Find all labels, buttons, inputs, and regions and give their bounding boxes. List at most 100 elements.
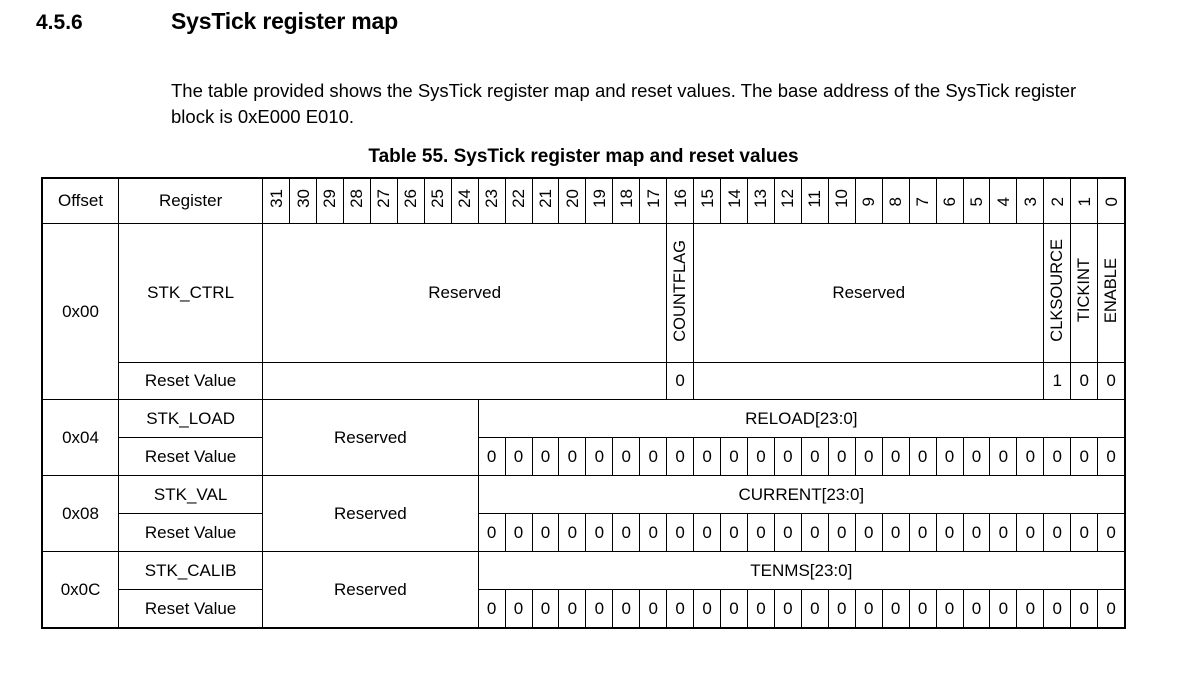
- reset-bit-value: 0: [585, 437, 614, 476]
- reset-bit-value: 0: [1043, 513, 1072, 552]
- reset-bit-value: 0: [666, 589, 695, 629]
- reset-bit-value: 0: [908, 513, 937, 552]
- header-bit-25: 25: [423, 177, 452, 224]
- reset-bit-value: 0: [881, 513, 910, 552]
- vertical-label: 1: [1074, 196, 1094, 206]
- header-bit-7: 7: [908, 177, 937, 224]
- reset-value-label: Reset Value: [118, 362, 264, 400]
- vertical-label: COUNTFLAG: [670, 239, 689, 342]
- header-bit-17: 17: [639, 177, 668, 224]
- reset-bit-value: 0: [531, 513, 560, 552]
- vertical-label: 25: [428, 189, 448, 208]
- reset-bit-value: 0: [1043, 589, 1072, 629]
- field-tickint: TICKINT: [1070, 223, 1099, 363]
- reset-bit-value: 0: [720, 513, 748, 552]
- section-number: 4.5.6: [36, 11, 83, 34]
- field-reserved: Reserved: [262, 399, 479, 476]
- vertical-label: 17: [643, 189, 663, 208]
- section-heading: 4.5.6 SysTick register map: [36, 8, 1176, 35]
- header-bit-13: 13: [747, 177, 775, 224]
- reset-bit-value: 0: [747, 513, 775, 552]
- vertical-label: 7: [913, 196, 933, 206]
- reset-bit-value: 0: [800, 589, 829, 629]
- vertical-label: 21: [535, 189, 555, 208]
- page-title: SysTick register map: [171, 8, 398, 34]
- vertical-label: 10: [832, 189, 852, 208]
- vertical-label: 12: [778, 189, 798, 208]
- vertical-label: 19: [589, 189, 609, 208]
- reset-bit-value: 0: [827, 589, 856, 629]
- header-register: Register: [118, 177, 264, 224]
- reset-bit-value: 0: [504, 437, 533, 476]
- vertical-label: 20: [562, 189, 582, 208]
- reset-bit-value: 0: [477, 513, 506, 552]
- header-bit-12: 12: [773, 177, 802, 224]
- reset-bit-value: 0: [962, 437, 991, 476]
- reset-bit-value: 0: [531, 589, 560, 629]
- header-bit-23: 23: [477, 177, 506, 224]
- reset-bit-value: 0: [639, 513, 668, 552]
- vertical-label: 5: [966, 196, 986, 206]
- vertical-label: 18: [616, 189, 636, 208]
- reset-bit-value: 0: [800, 437, 829, 476]
- table-caption: Table 55. SysTick register map and reset…: [368, 146, 799, 167]
- field-enable: ENABLE: [1097, 223, 1126, 363]
- reset-bit-value: 0: [1016, 589, 1045, 629]
- header-bit-26: 26: [396, 177, 425, 224]
- reset-bit-value: 1: [1043, 362, 1072, 400]
- register-name-STK_CTRL: STK_CTRL: [118, 223, 264, 363]
- reset-bit-value: 0: [1070, 589, 1099, 629]
- header-bit-4: 4: [989, 177, 1018, 224]
- reset-bit-value: 0: [854, 437, 883, 476]
- header-bit-10: 10: [827, 177, 856, 224]
- header-bit-21: 21: [531, 177, 560, 224]
- header-bit-1: 1: [1070, 177, 1099, 224]
- header-offset: Offset: [41, 177, 120, 224]
- vertical-label: CLKSOURCE: [1048, 239, 1067, 342]
- reset-bit-value: 0: [612, 589, 641, 629]
- header-bit-16: 16: [666, 177, 695, 224]
- reset-bit-value: 0: [854, 513, 883, 552]
- vertical-label: 6: [940, 196, 960, 206]
- vertical-label: 8: [886, 196, 906, 206]
- header-bit-22: 22: [504, 177, 533, 224]
- header-bit-29: 29: [316, 177, 344, 224]
- header-bit-19: 19: [585, 177, 614, 224]
- reset-bit-value: 0: [558, 589, 587, 629]
- header-bit-6: 6: [935, 177, 964, 224]
- reset-value-label: Reset Value: [118, 589, 264, 629]
- header-bit-24: 24: [450, 177, 479, 224]
- reset-bit-value: 0: [477, 589, 506, 629]
- header-bit-31: 31: [262, 177, 291, 224]
- reset-bit-value: 0: [666, 513, 695, 552]
- reset-bit-value: 0: [773, 437, 802, 476]
- vertical-label: 11: [805, 189, 825, 208]
- vertical-label: 31: [266, 189, 286, 208]
- vertical-label: 22: [509, 189, 529, 208]
- reset-bit-value: 0: [666, 362, 695, 400]
- reset-bit-value: 0: [720, 437, 748, 476]
- reset-bit-value: 0: [612, 437, 641, 476]
- reset-bit-value: [262, 362, 668, 400]
- reset-bit-value: 0: [1097, 589, 1126, 629]
- register-name-STK_CALIB: STK_CALIB: [118, 551, 264, 590]
- reset-bit-value: 0: [693, 437, 722, 476]
- reset-bit-value: 0: [1043, 437, 1072, 476]
- offset-0x0C: 0x0C: [41, 551, 120, 629]
- reset-bit-value: 0: [639, 437, 668, 476]
- offset-0x08: 0x08: [41, 475, 120, 552]
- reset-bit-value: 0: [1097, 437, 1126, 476]
- vertical-label: 0: [1101, 196, 1121, 206]
- vertical-label: 24: [455, 189, 475, 208]
- reset-bit-value: 0: [962, 589, 991, 629]
- reset-bit-value: 0: [504, 589, 533, 629]
- header-bit-27: 27: [369, 177, 398, 224]
- vertical-label: 4: [993, 196, 1013, 206]
- reset-bit-value: 0: [747, 589, 775, 629]
- reset-bit-value: 0: [477, 437, 506, 476]
- field-current-23-0-: CURRENT[23:0]: [477, 475, 1126, 514]
- reset-bit-value: 0: [854, 589, 883, 629]
